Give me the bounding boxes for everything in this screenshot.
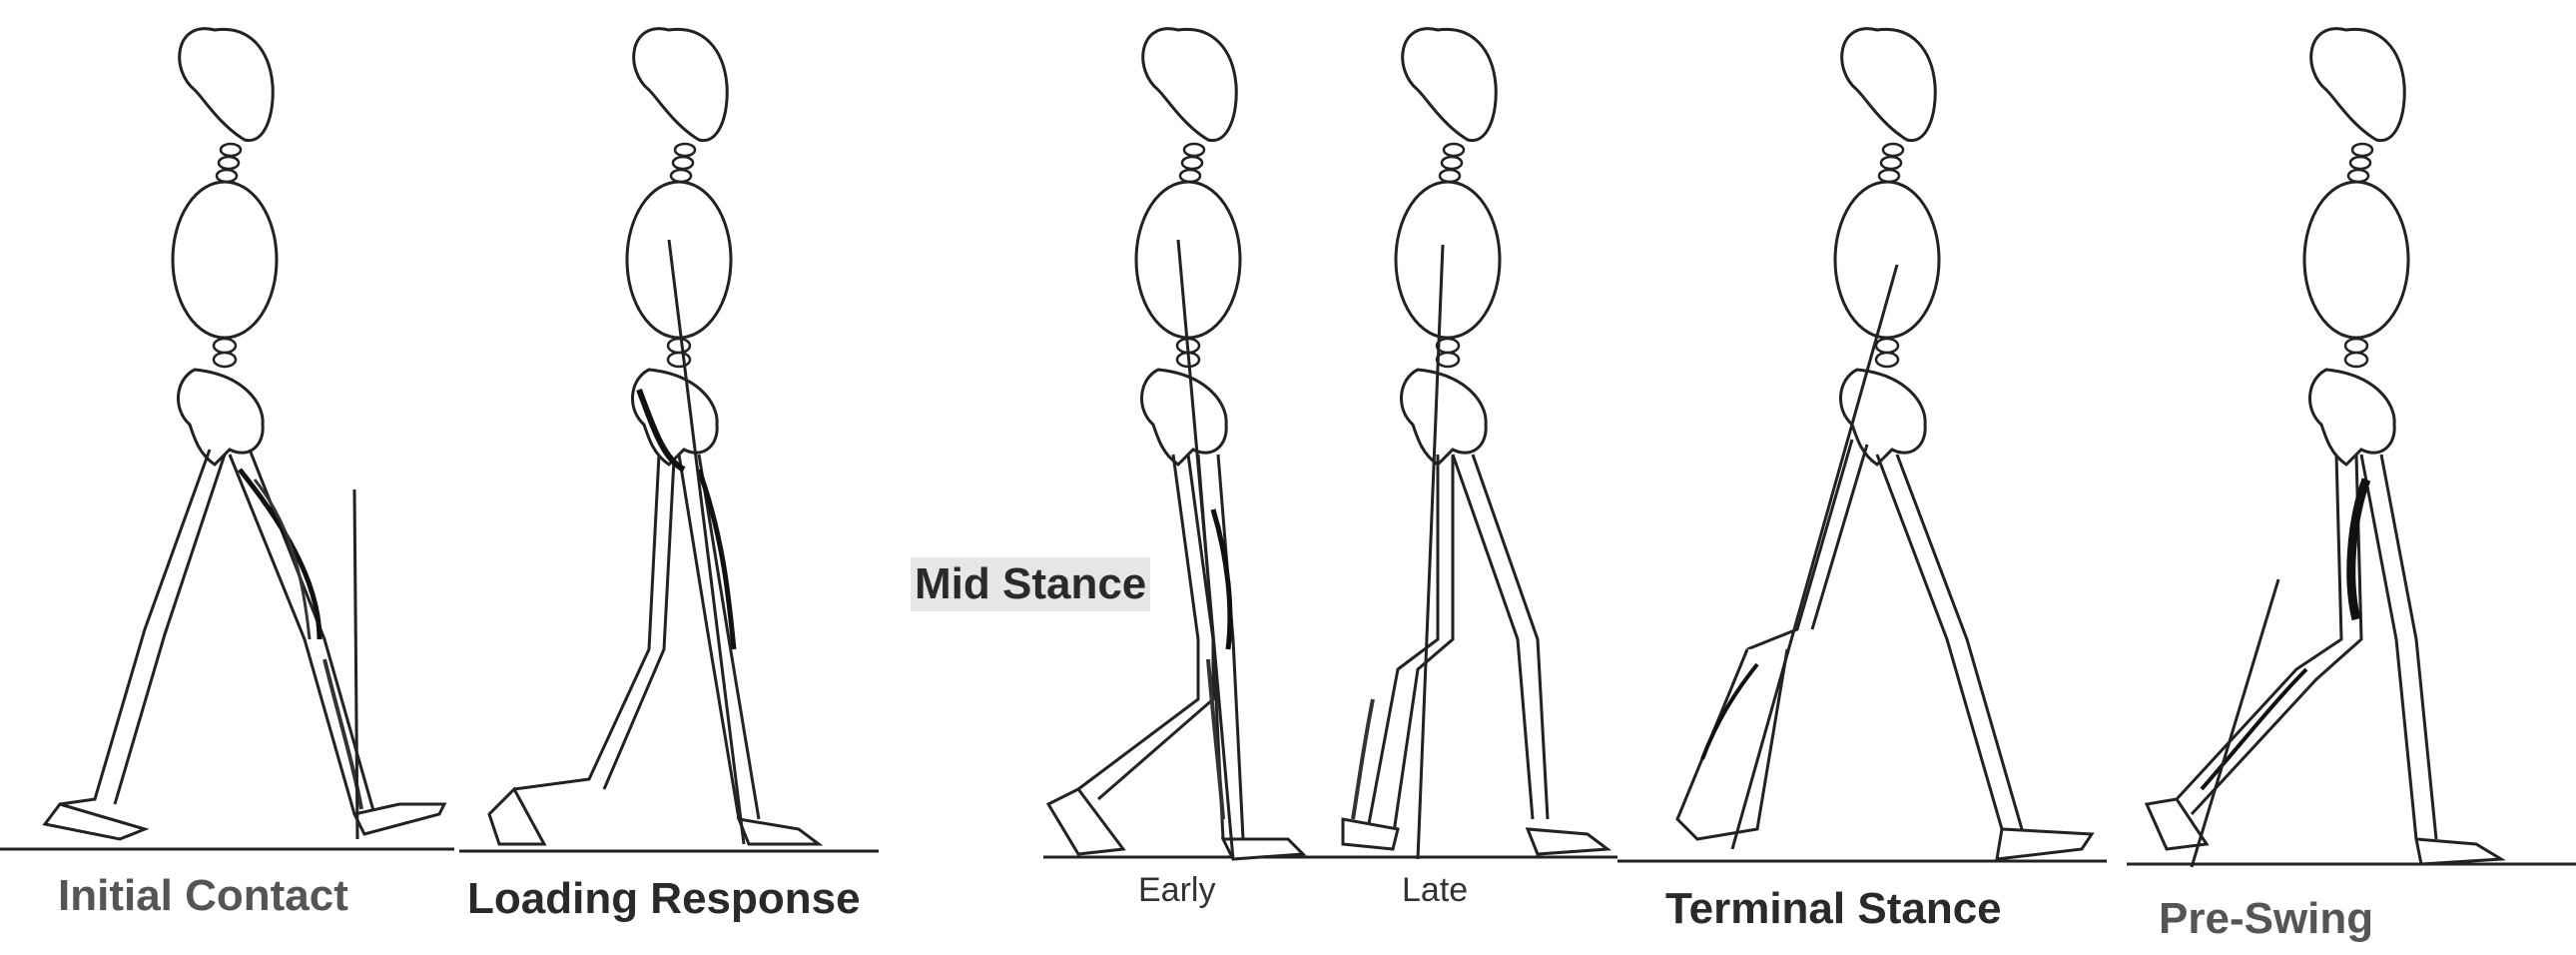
- label-pre-swing: Pre-Swing: [2159, 894, 2373, 944]
- label-terminal-stance: Terminal Stance: [1665, 884, 2002, 934]
- figure-initial-contact: [45, 29, 444, 839]
- figure-terminal-stance: [1677, 29, 2092, 859]
- label-early: Early: [1138, 871, 1215, 910]
- label-mid-stance: Mid Stance: [911, 557, 1150, 611]
- figure-pre-swing: [2147, 29, 2501, 867]
- label-late: Late: [1402, 871, 1468, 910]
- figure-mid-stance-early: [1048, 29, 1303, 859]
- figure-loading-response: [489, 29, 819, 844]
- figure-mid-stance-late: [1343, 29, 1608, 859]
- label-initial-contact: Initial Contact: [58, 871, 348, 921]
- label-loading-response: Loading Response: [467, 874, 861, 924]
